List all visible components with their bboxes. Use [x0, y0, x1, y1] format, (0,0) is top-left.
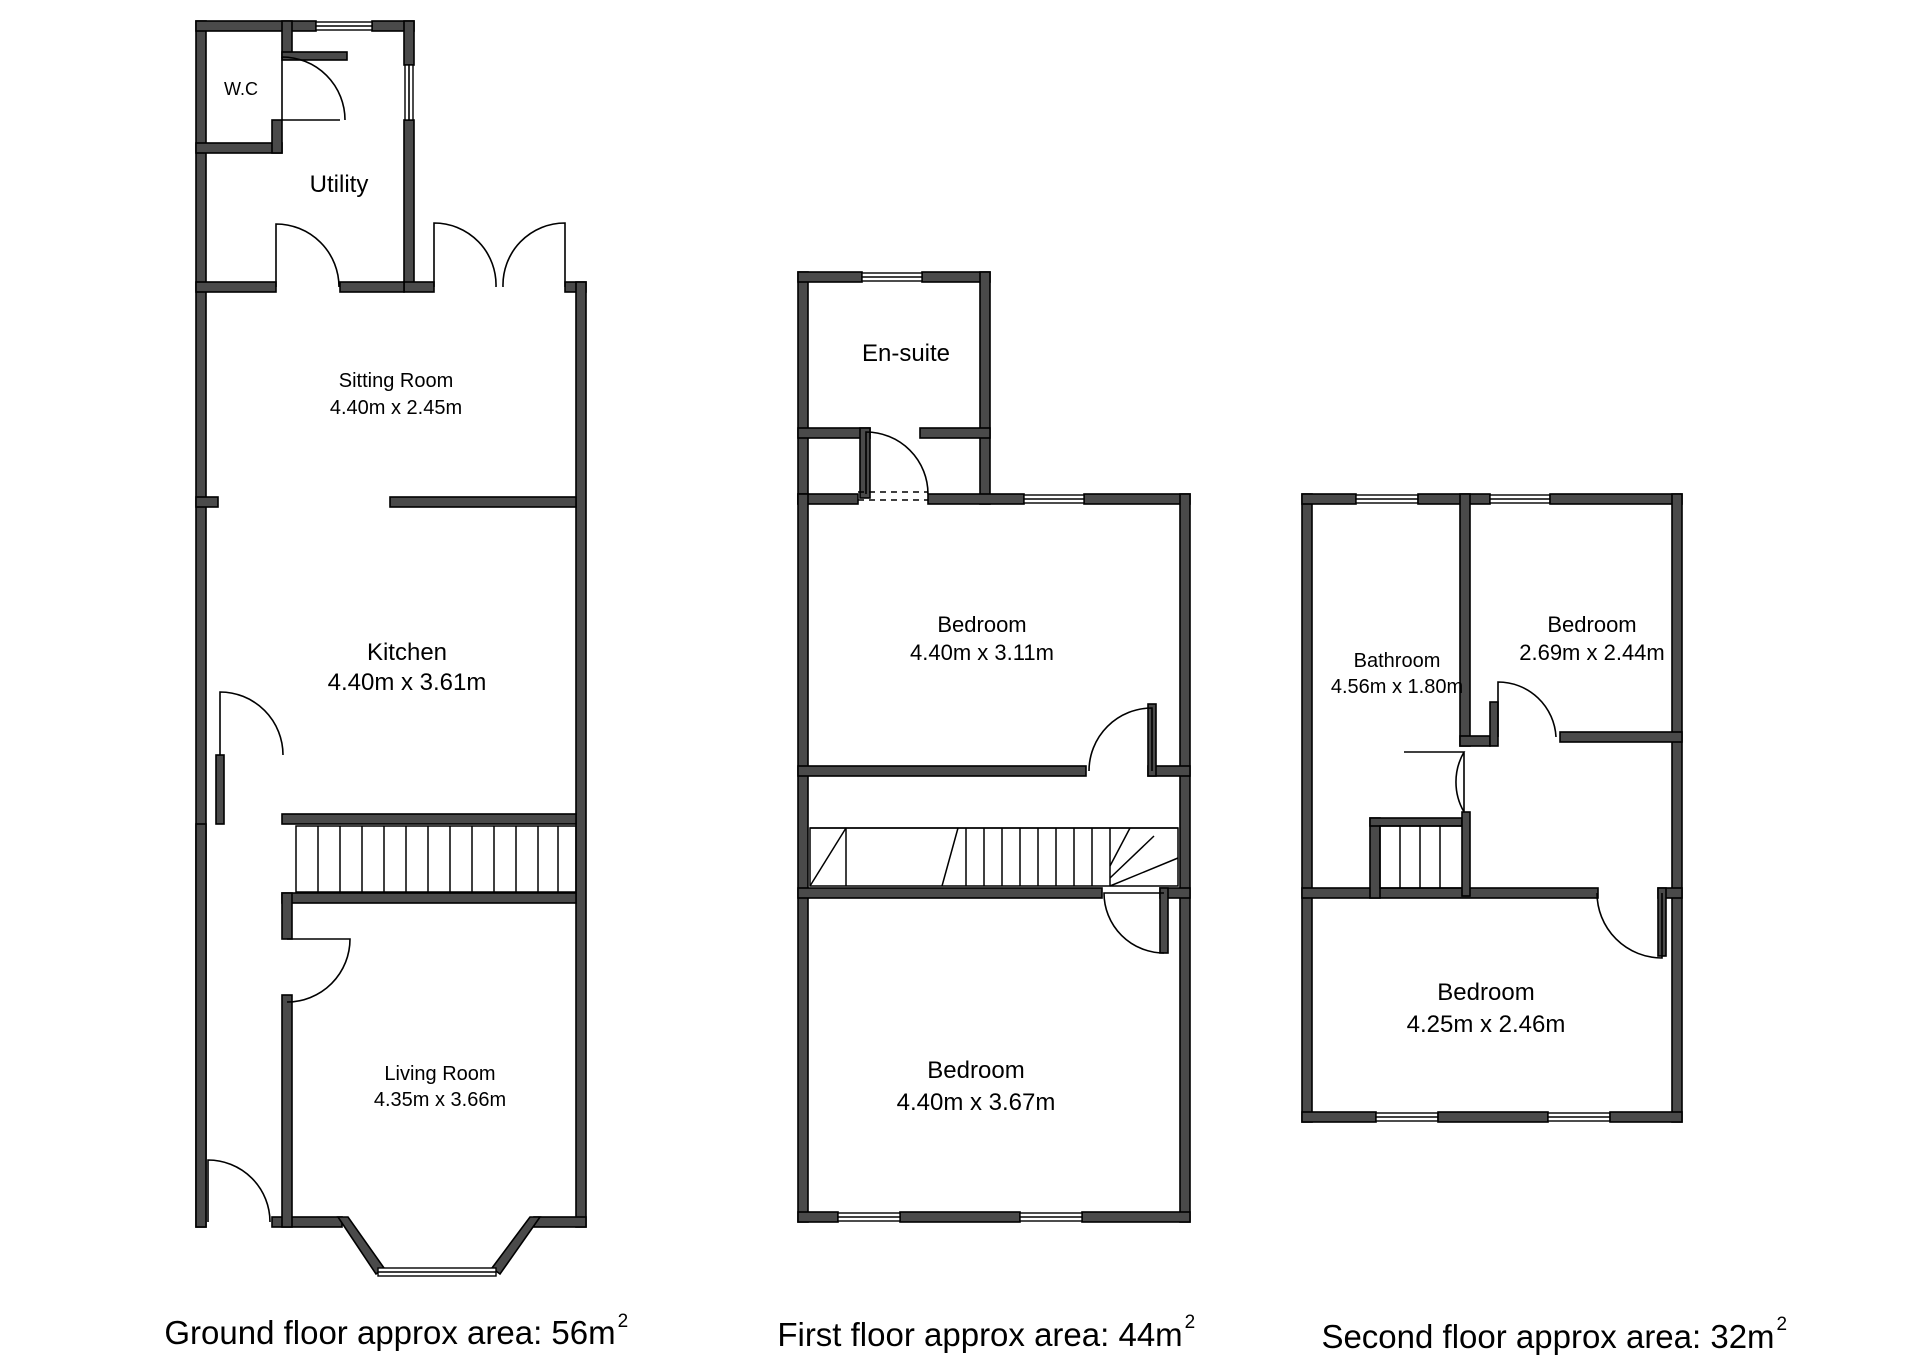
hall-door-swing	[219, 691, 284, 756]
room-size-bedroom-first-front: 4.40m x 3.67m	[897, 1089, 1056, 1116]
french-doors-swing	[433, 222, 566, 288]
bedroom1-door-swing	[1088, 707, 1153, 772]
ground-stairs	[295, 825, 577, 893]
wc-door-swing	[281, 56, 346, 121]
bathroom-door-swing	[1404, 751, 1466, 813]
room-name-sitting-room: Sitting Room	[339, 370, 454, 392]
first-floor-area-superscript: 2	[1185, 1312, 1196, 1333]
room-name-kitchen: Kitchen	[367, 639, 447, 666]
living-door-swing	[286, 938, 351, 1003]
second-floor-stairs	[1379, 825, 1465, 889]
room-name-bedroom-second-large: Bedroom	[1437, 979, 1534, 1006]
room-name-utility: Utility	[310, 171, 369, 198]
room-name-bedroom-first-front: Bedroom	[927, 1057, 1024, 1084]
first-floor-stairs	[809, 827, 1179, 887]
bedroom2-door-swing	[1103, 892, 1165, 954]
front-door-swing	[207, 1159, 271, 1223]
room-name-living-room: Living Room	[384, 1063, 495, 1085]
room-name-wc: W.C	[224, 79, 258, 99]
room-name-bathroom: Bathroom	[1354, 650, 1441, 672]
ground-floor-area-text: Ground floor approx area: 56m	[164, 1314, 615, 1351]
room-size-kitchen: 4.40m x 3.61m	[328, 669, 487, 696]
room-size-sitting-room: 4.40m x 2.45m	[330, 397, 462, 419]
ground-floor-plan	[195, 20, 587, 1277]
room-size-bedroom-second-small: 2.69m x 2.44m	[1519, 640, 1665, 665]
second-floor-area-text: Second floor approx area: 32m	[1321, 1318, 1774, 1355]
room-name-bedroom-second-small: Bedroom	[1547, 612, 1636, 637]
room-size-bedroom-first-rear: 4.40m x 3.11m	[910, 640, 1054, 665]
room-name-en-suite: En-suite	[862, 340, 950, 367]
room-size-living-room: 4.35m x 3.66m	[374, 1089, 506, 1111]
room-size-bedroom-second-large: 4.25m x 2.46m	[1407, 1011, 1566, 1038]
room-size-bathroom: 4.56m x 1.80m	[1331, 676, 1463, 698]
bedroom-large-door-swing	[1596, 892, 1663, 959]
first-floor-caption: First floor approx area: 44m 2	[777, 1312, 1195, 1353]
room-name-bedroom-first-rear: Bedroom	[937, 612, 1026, 637]
ensuite-door-swing	[865, 431, 929, 495]
ground-floor-area-superscript: 2	[618, 1311, 629, 1332]
second-floor-area-superscript: 2	[1777, 1314, 1788, 1335]
first-floor-area-text: First floor approx area: 44m	[777, 1316, 1182, 1353]
bedroom-small-door-swing	[1497, 681, 1557, 738]
second-floor-plan	[1301, 493, 1683, 1123]
ground-floor-caption: Ground floor approx area: 56m 2	[164, 1311, 628, 1351]
first-floor-plan	[797, 271, 1191, 1223]
second-floor-caption: Second floor approx area: 32m 2	[1321, 1314, 1787, 1355]
utility-door-swing	[275, 223, 340, 288]
